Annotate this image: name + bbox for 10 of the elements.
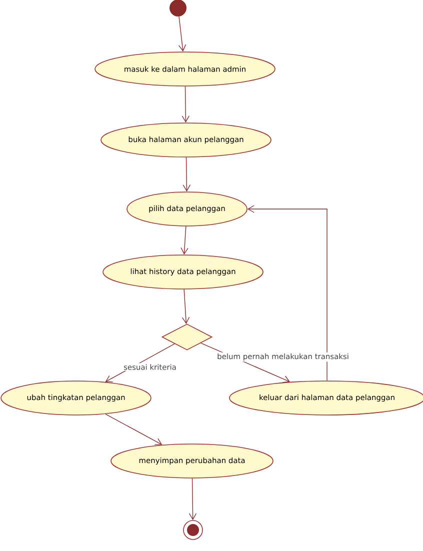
- arrow: [105, 414, 162, 446]
- arrow: [247, 205, 328, 381]
- arrow: [188, 478, 197, 520]
- arrow: [178, 16, 186, 52]
- arrow: [182, 157, 190, 192]
- end-node: [183, 520, 203, 540]
- arrow: [180, 226, 188, 255]
- start-node: [170, 0, 186, 16]
- arrow: [182, 289, 190, 324]
- arrow: [182, 86, 190, 123]
